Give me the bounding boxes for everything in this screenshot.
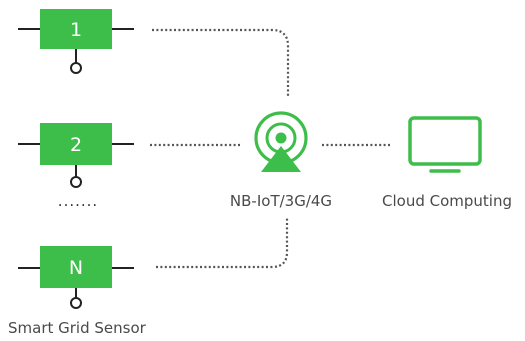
monitor-icon [408,116,482,173]
sensor-box-2 [40,123,112,165]
sensor-label-2: 2 [70,134,82,156]
link-sensor-n-to-gateway [156,218,289,269]
sensor-node-2: 2 [18,123,134,188]
antenna-tower-icon [254,111,308,172]
terminal-circle-icon [70,176,82,188]
sensor-label-n: N [69,257,83,279]
sensor-box-1 [40,9,112,49]
sensor-ellipsis: ....... [58,192,98,210]
terminal-circle-icon [70,297,82,309]
cloud-caption: Cloud Computing [382,192,512,210]
sensor-node-1: 1 [18,9,134,74]
terminal-circle-icon [70,62,82,74]
sensor-label-1: 1 [70,19,82,41]
gateway-caption: NB-IoT/3G/4G [230,192,332,210]
link-sensor-1-to-gateway [152,28,290,98]
sensor-box-n [40,246,112,288]
sensor-caption: Smart Grid Sensor [8,319,147,337]
sensor-node-n: N [18,246,134,309]
